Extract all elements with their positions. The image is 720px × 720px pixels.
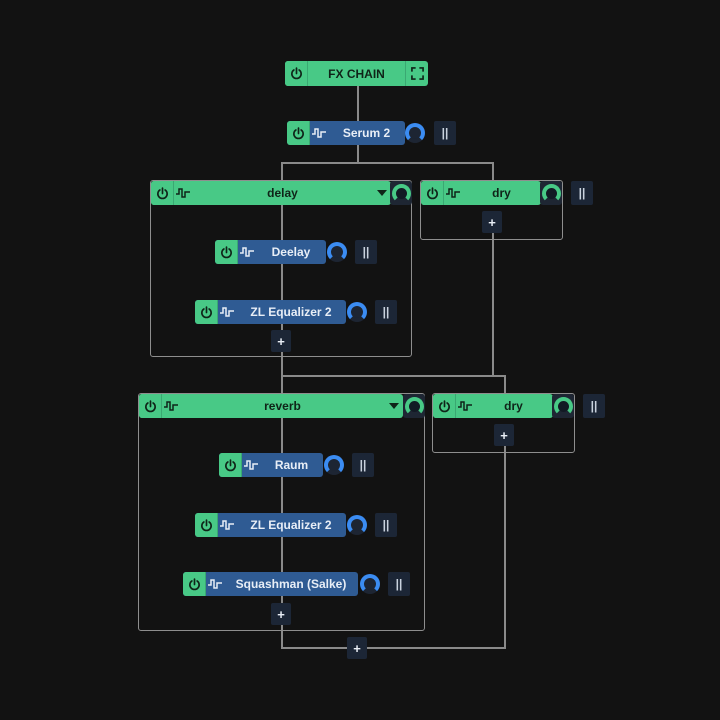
group-name: dry <box>492 186 511 200</box>
group-header-delay[interactable]: delay <box>151 181 391 205</box>
mix-knob[interactable] <box>390 181 412 205</box>
pause-button[interactable]: || <box>375 513 397 537</box>
mix-knob[interactable] <box>360 574 380 594</box>
delay-group-box <box>150 180 412 357</box>
power-icon <box>292 126 304 139</box>
power-button[interactable] <box>183 572 206 596</box>
mix-knob[interactable] <box>327 242 347 262</box>
power-icon <box>144 399 156 412</box>
group-header-dry[interactable]: dry <box>433 394 553 418</box>
collapse-button[interactable] <box>385 402 403 410</box>
mix-knob[interactable] <box>324 455 344 475</box>
mix-knob[interactable] <box>552 394 574 418</box>
power-icon <box>426 186 438 199</box>
mix-knob[interactable] <box>405 123 425 143</box>
group-header-dry[interactable]: dry <box>421 181 541 205</box>
plugin-node-zl-equalizer[interactable]: ZL Equalizer 2 <box>195 300 346 324</box>
mix-knob[interactable] <box>403 394 425 418</box>
waveform-icon <box>174 181 192 205</box>
power-button[interactable] <box>195 300 218 324</box>
wire <box>281 205 283 370</box>
waveform-icon <box>444 181 462 205</box>
plugin-node-serum[interactable]: Serum 2 <box>287 121 405 145</box>
caret-down-icon <box>389 402 399 409</box>
plugin-name: Deelay <box>271 245 311 259</box>
group-name: delay <box>267 186 298 200</box>
pause-button[interactable]: || <box>434 121 456 145</box>
plugin-node-squashman[interactable]: Squashman (Salke) <box>183 572 358 596</box>
caret-down-icon <box>377 189 387 196</box>
wire <box>504 446 506 648</box>
wire <box>357 86 359 122</box>
fx-chain-title: FX CHAIN <box>328 66 385 81</box>
power-icon <box>224 458 236 471</box>
power-icon <box>290 67 302 80</box>
waveform-icon <box>218 300 236 324</box>
wire <box>281 162 493 164</box>
add-plugin-button[interactable]: + <box>271 330 291 352</box>
wire <box>281 356 283 396</box>
mix-knob[interactable] <box>347 302 367 322</box>
pause-button[interactable]: || <box>571 181 593 205</box>
power-button[interactable] <box>215 240 238 264</box>
wire <box>281 647 506 649</box>
waveform-icon <box>310 121 328 145</box>
power-button[interactable] <box>195 513 218 537</box>
wire <box>281 162 283 182</box>
waveform-icon <box>456 394 474 418</box>
waveform-icon <box>162 394 180 418</box>
add-plugin-button[interactable]: + <box>347 637 367 659</box>
power-button[interactable] <box>433 394 456 418</box>
add-plugin-button[interactable]: + <box>271 603 291 625</box>
waveform-icon <box>242 453 260 477</box>
pause-button[interactable]: || <box>583 394 605 418</box>
plugin-name: ZL Equalizer 2 <box>250 518 332 532</box>
wire <box>357 145 359 163</box>
plugin-name: ZL Equalizer 2 <box>250 305 332 319</box>
wire <box>504 375 506 395</box>
power-button[interactable] <box>139 394 162 418</box>
reverb-group-box <box>138 393 425 631</box>
add-plugin-button[interactable]: + <box>494 424 514 446</box>
pause-button[interactable]: || <box>352 453 374 477</box>
power-button[interactable] <box>219 453 242 477</box>
dry-2-box <box>432 393 575 453</box>
waveform-icon <box>218 513 236 537</box>
waveform-icon <box>206 572 224 596</box>
power-icon <box>200 518 212 531</box>
plugin-node-zl-equalizer[interactable]: ZL Equalizer 2 <box>195 513 346 537</box>
group-name: reverb <box>264 399 301 413</box>
mix-knob[interactable] <box>347 515 367 535</box>
power-button[interactable] <box>421 181 444 205</box>
wire <box>492 162 494 182</box>
plugin-name: Serum 2 <box>342 126 391 140</box>
power-button[interactable] <box>151 181 174 205</box>
collapse-button[interactable] <box>373 189 391 197</box>
power-icon <box>438 399 450 412</box>
fx-chain-root-node[interactable]: FX CHAIN <box>285 61 428 86</box>
power-icon <box>200 305 212 318</box>
pause-button[interactable]: || <box>388 572 410 596</box>
power-icon <box>156 186 168 199</box>
group-header-reverb[interactable]: reverb <box>139 394 403 418</box>
dry-1-box <box>420 180 563 240</box>
add-plugin-button[interactable]: + <box>482 211 502 233</box>
waveform-icon <box>238 240 256 264</box>
fullscreen-icon <box>410 67 424 80</box>
mix-knob[interactable] <box>540 181 562 205</box>
power-button[interactable] <box>285 61 308 86</box>
group-name: dry <box>504 399 523 413</box>
fullscreen-button[interactable] <box>405 61 428 86</box>
pause-button[interactable]: || <box>355 240 377 264</box>
plugin-node-raum[interactable]: Raum <box>219 453 323 477</box>
plugin-node-deelay[interactable]: Deelay <box>215 240 326 264</box>
power-icon <box>220 245 232 258</box>
pause-button[interactable]: || <box>375 300 397 324</box>
plugin-name: Raum <box>274 458 309 472</box>
wire <box>492 232 494 376</box>
wire <box>281 375 505 377</box>
plugin-name: Squashman (Salke) <box>235 577 347 591</box>
power-button[interactable] <box>287 121 310 145</box>
power-icon <box>188 577 200 590</box>
